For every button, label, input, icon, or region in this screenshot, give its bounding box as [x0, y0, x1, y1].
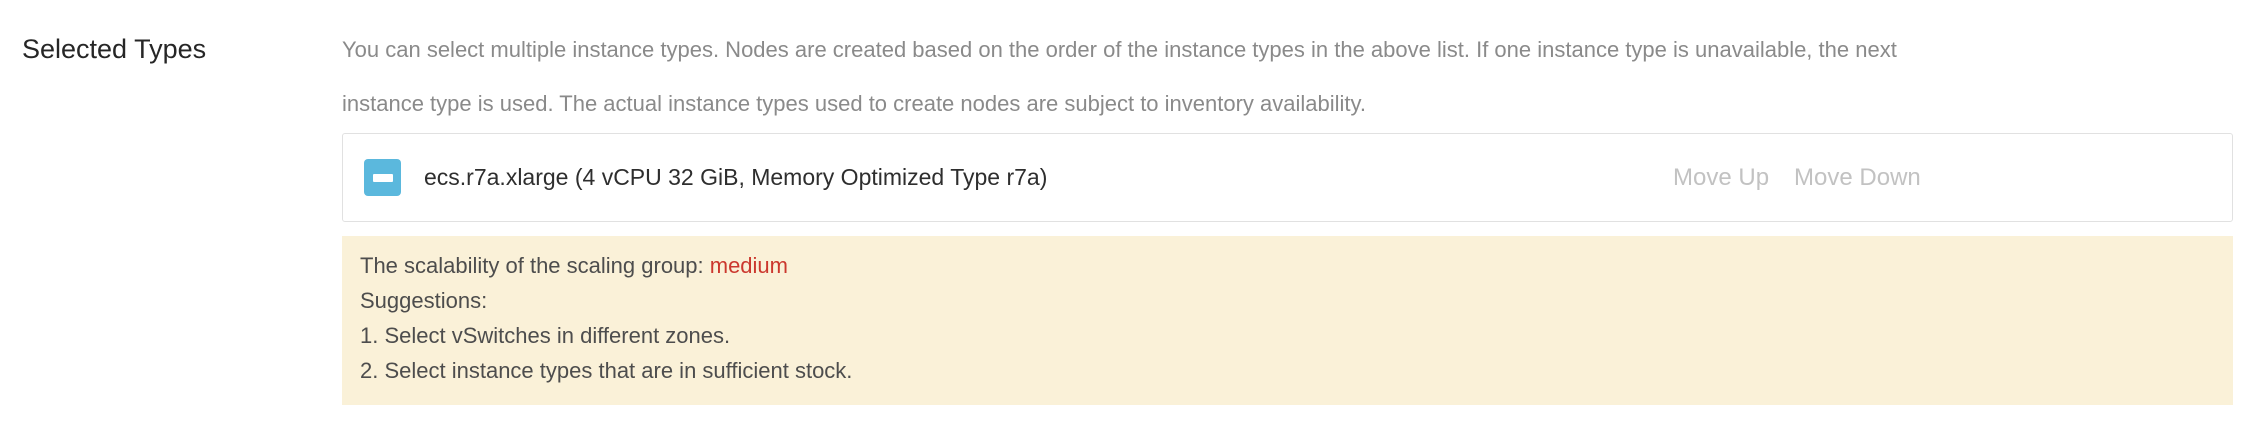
move-up-button[interactable]: Move Up [1673, 163, 1770, 191]
indeterminate-dash-icon [372, 173, 393, 182]
field-description: You can select multiple instance types. … [342, 23, 2233, 131]
instance-type-item-label: ecs.r7a.xlarge (4 vCPU 32 GiB, Memory Op… [424, 164, 1048, 190]
scalability-warning-panel: The scalability of the scaling group: me… [342, 236, 2233, 405]
suggestion-item-2: 2. Select instance types that are in suf… [360, 358, 853, 383]
suggestion-item-1: 1. Select vSwitches in different zones. [360, 323, 731, 348]
list-item-actions: Move Up Move Down [1673, 164, 1921, 192]
scalability-line: The scalability of the scaling group: me… [360, 248, 2215, 283]
move-down-button[interactable]: Move Down [1794, 163, 1921, 191]
selected-instance-types-list: ecs.r7a.xlarge (4 vCPU 32 GiB, Memory Op… [342, 133, 2233, 222]
instance-type-checkbox-indeterminate[interactable] [364, 159, 401, 196]
selected-types-label: Selected Types [22, 34, 207, 64]
selected-types-field: You can select multiple instance types. … [342, 0, 2233, 405]
scalability-text: The scalability of the scaling group: [360, 253, 710, 278]
scalability-level-value: medium [709, 253, 788, 278]
suggestions-title: Suggestions: [360, 288, 488, 313]
description-line-1: You can select multiple instance types. … [342, 37, 1897, 62]
description-line-2: instance type is used. The actual instan… [342, 91, 1366, 116]
